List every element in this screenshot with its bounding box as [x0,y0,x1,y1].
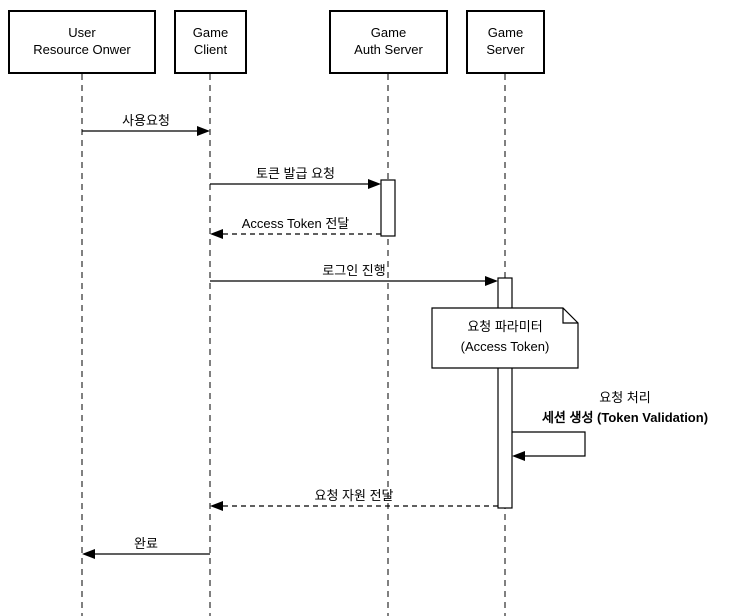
arrowhead-complete [82,549,95,559]
note-box [431,307,579,369]
self-message-loop [512,431,586,457]
self-message-line-2: 세션 생성 (Token Validation) [541,410,709,426]
actor-game-auth-server: Game Auth Server [329,10,448,74]
actor-label: Resource Onwer [33,42,131,57]
actor-label: Server [486,42,525,57]
self-message-text: 요청 처리 세션 생성 (Token Validation) [520,388,730,428]
message-label-complete: 완료 [134,536,158,551]
actor-label: Game [370,25,407,41]
note-text: 요청 파라미터 (Access Token) [432,317,578,357]
note-line-2: (Access Token) [460,339,550,355]
arrowhead-access-token-return [210,229,223,239]
actor-game-server: Game Server [466,10,545,74]
activation-bar-game-auth-server [380,179,396,237]
actor-game-client: Game Client [174,10,247,74]
actor-label: Client [193,42,228,57]
actor-label: Game [192,25,229,41]
message-label-login: 로그인 진행 [322,263,386,278]
actor-label: Game [487,25,524,41]
message-label-token-request: 토큰 발급 요청 [256,166,335,181]
message-label-resource-return: 요청 자원 전달 [314,488,394,503]
note-fold-corner [562,308,578,324]
arrowhead-login [485,276,498,286]
arrowhead-resource-return [210,501,223,511]
note-line-1: 요청 파라미터 [467,319,543,334]
message-label-access-token-return: Access Token 전달 [241,216,350,231]
actor-label: User [68,25,96,41]
arrowhead-self-message [512,451,525,461]
arrowhead-use-request [197,126,210,136]
arrowhead-token-request [368,179,381,189]
actor-user-resource-owner: User Resource Onwer [8,10,156,74]
self-message-line-1: 요청 처리 [599,390,651,405]
actor-label: Auth Server [354,42,423,57]
message-label-use-request: 사용요청 [122,113,170,128]
